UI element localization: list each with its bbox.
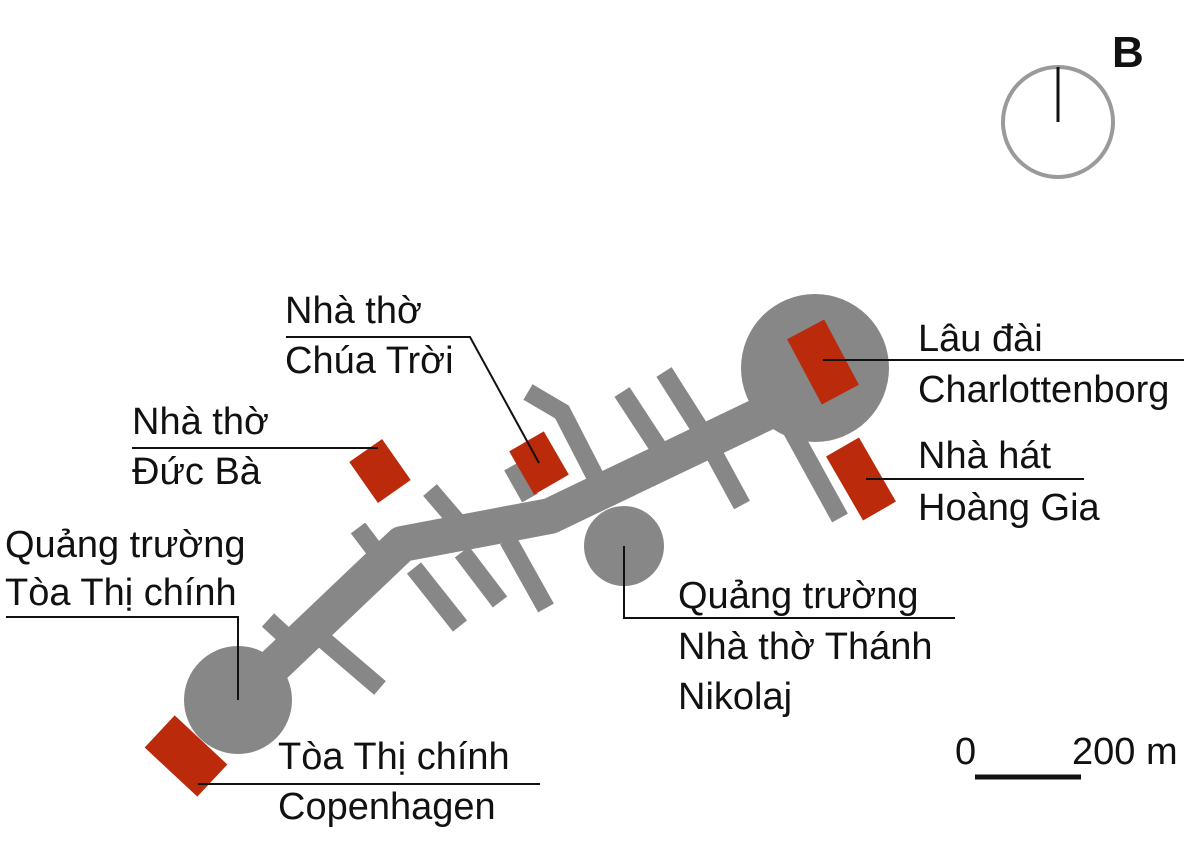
leader-city-hall-square	[6, 616, 239, 700]
scale-bar-start-label: 0	[955, 731, 976, 773]
side-street	[614, 387, 668, 455]
side-street	[423, 484, 473, 538]
side-street	[504, 461, 538, 503]
church-of-our-lady-building	[349, 439, 411, 503]
main-street	[225, 369, 815, 714]
street-network	[184, 294, 889, 754]
label-church-of-our-lady: Nhà thờ Đức Bà	[132, 401, 279, 493]
side-street	[350, 522, 394, 571]
label-nikolaj-square: Quảng trường Nhà thờ Thánh Nikolaj	[678, 575, 943, 718]
charlottenborg-building	[787, 319, 859, 405]
north-arrow-icon	[1001, 65, 1115, 179]
royal-theatre-building	[826, 437, 896, 521]
side-street	[406, 562, 468, 632]
side-street	[500, 535, 554, 613]
side-street	[312, 628, 386, 695]
label-church-of-god: Nhà thờ Chúa Trời	[285, 290, 454, 382]
panel-letter: B	[1112, 28, 1144, 77]
side-street	[778, 415, 848, 523]
label-royal-theatre: Nhà hát Hoàng Gia	[918, 435, 1101, 529]
leader-nikolaj-square	[623, 546, 955, 619]
label-charlottenborg: Lâu đài Charlottenborg	[918, 318, 1169, 411]
side-street	[454, 546, 508, 608]
side-street	[523, 384, 607, 487]
label-city-hall: Tòa Thị chính Copenhagen	[278, 736, 520, 828]
side-street	[261, 613, 313, 662]
label-city-hall-square: Quảng trường Tòa Thị chính	[5, 524, 256, 614]
leader-church-of-god	[286, 336, 540, 464]
side-street	[704, 445, 750, 510]
city-hall-building	[144, 715, 228, 797]
side-street	[656, 367, 710, 437]
leader-lines	[6, 336, 1184, 785]
scale-bar: 0 200 m	[955, 731, 1178, 780]
scale-bar-end-label: 200 m	[1072, 731, 1178, 773]
